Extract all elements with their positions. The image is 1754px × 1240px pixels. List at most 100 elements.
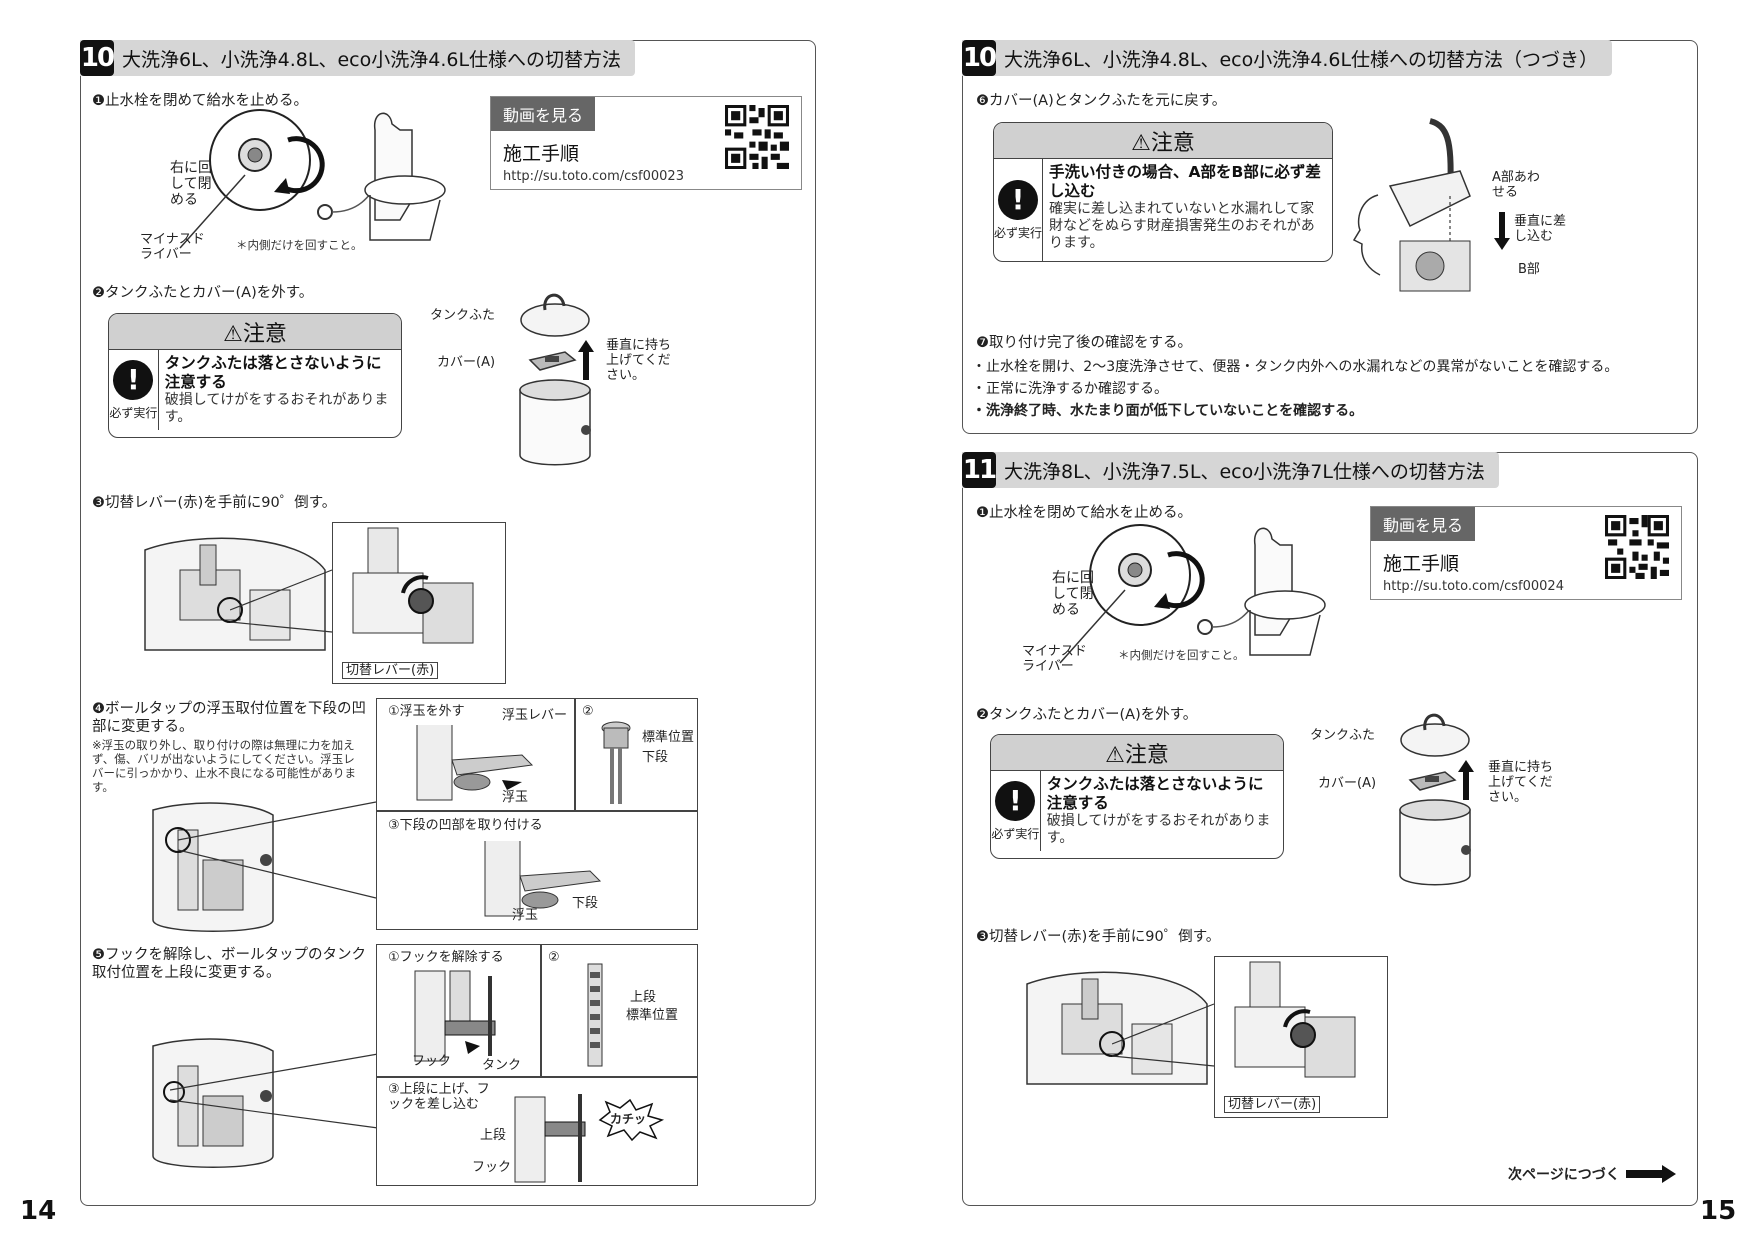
label-cover-a: カバー(A) (437, 355, 496, 370)
label-standard-position: 標準位置 (642, 730, 695, 745)
step-4-divider-h (376, 810, 698, 812)
step-5-divider-h (376, 1076, 698, 1078)
qr-code-icon[interactable] (1605, 515, 1669, 579)
label-switch-lever: 切替レバー(赤) (342, 662, 439, 679)
label-click: カチッ (610, 1112, 647, 1126)
label-float-lever: 浮玉レバー (502, 708, 568, 723)
label-hook-2: フック (472, 1160, 512, 1175)
video-title: 施工手順 (1383, 553, 1460, 575)
section-title: 大洗浄6L、小洗浄4.8L、eco小洗浄4.6L仕様への切替方法（つづき） (1004, 48, 1599, 71)
section-number: 10 (80, 40, 115, 76)
label-switch-lever: 切替レバー(赤) (1224, 1096, 1321, 1113)
video-title: 施工手順 (503, 143, 580, 165)
video-url-link[interactable]: http://su.toto.com/csf00024 (1383, 579, 1564, 594)
section-11-header: 11 大洗浄8L、小洗浄7.5L、eco小洗浄7L仕様への切替方法 (962, 452, 1499, 488)
label-insert-vertical: 垂直に差し込む (1514, 214, 1567, 244)
step-7-text: ❼取り付け完了後の確認をする。 (976, 335, 1192, 351)
zoom-lines-step5 (170, 1053, 379, 1129)
next-page-label: 次ページにつづく (1508, 1167, 1620, 1183)
page-number-right: 15 (1700, 1196, 1737, 1226)
label-tank-lid: タンクふた (430, 308, 496, 323)
caution-bold-text: 手洗い付きの場合、A部をB部に必ず差し込む (1049, 163, 1321, 200)
caution-detail-text: 確実に差し込まれていないと水漏れして家財などをぬらす財産損害発生のおそれがありま… (1049, 201, 1315, 251)
video-box-left: 動画を見る 施工手順 http://su.toto.com/csf00023 (490, 96, 802, 190)
valve-illustration-right (1059, 524, 1326, 664)
hook-release-illustration (414, 970, 496, 1062)
step-5-text: ❺フックを解除し、ボールタップのタンク取付位置を上段に変更する。 (92, 947, 366, 981)
tank-lid-illustration (519, 293, 591, 466)
must-do-label: 必ず実行 (109, 405, 158, 420)
faucet-insert-illustration (1388, 118, 1471, 292)
must-do-label: 必ず実行 (991, 826, 1040, 841)
watch-video-tag[interactable]: 動画を見る (491, 97, 595, 131)
label-turn-right: 右に回して閉める (1052, 570, 1094, 618)
lever-overview-illustration-right (1026, 971, 1208, 1085)
step-4-sub1-label: ①浮玉を外す (388, 704, 465, 719)
section-10-continued-header: 10 大洗浄6L、小洗浄4.8L、eco小洗浄4.6L仕様への切替方法（つづき） (962, 40, 1613, 76)
video-box-right: 動画を見る 施工手順 http://su.toto.com/csf00024 (1370, 506, 1682, 600)
label-upper-stage-2: 上段 (480, 1128, 507, 1143)
zoom-lines-right (1112, 1003, 1215, 1067)
up-arrow-icon (578, 340, 594, 380)
r-step-1-text: ❶止水栓を閉めて給水を止める。 (976, 505, 1192, 521)
caution-box-left: ⚠注意 ! 必ず実行 タンクふたは落とさないように注意する 破損してけがをするお… (108, 313, 402, 438)
caution-heading: ⚠注意 (991, 735, 1283, 771)
lever-detail-frame-right (1214, 956, 1388, 1118)
section-title: 大洗浄8L、小洗浄7.5L、eco小洗浄7L仕様への切替方法 (1004, 460, 1485, 483)
caution-detail-text: 破損してけがをするおそれがあります。 (164, 392, 389, 425)
step-4-text: ❹ボールタップの浮玉取付位置を下段の凹部に変更する。 (92, 701, 366, 735)
label-standard-position-2: 標準位置 (626, 1008, 679, 1023)
video-url-link[interactable]: http://su.toto.com/csf00023 (503, 169, 684, 184)
note-inner-only: ＊内側だけを回すこと。 (236, 238, 363, 252)
caution-heading: ⚠注意 (109, 314, 401, 350)
next-page-indicator[interactable]: 次ページにつづく (1508, 1164, 1676, 1184)
tank-float-illustration (152, 802, 274, 932)
label-lower-stage-2: 下段 (572, 896, 599, 911)
float-remove-illustration (416, 725, 534, 801)
step-5-sub1-label: ①フックを解除する (388, 950, 504, 965)
tank-lid-illustration-right (1399, 713, 1471, 886)
exclamation-icon: ! (995, 780, 1036, 821)
label-lift-vertical: 垂直に持ち上げてください。 (1488, 760, 1554, 805)
label-screwdriver: マイナスドライバー (1022, 644, 1087, 674)
label-screwdriver: マイナスドライバー (140, 232, 205, 262)
zoom-lines (230, 569, 333, 633)
float-position-illustration (601, 721, 631, 804)
lever-detail-illustration (352, 527, 474, 644)
float-attach-illustration (484, 841, 602, 917)
label-lift-vertical: 垂直に持ち上げてください。 (606, 338, 672, 383)
label-a-part: A部あわせる (1492, 170, 1540, 200)
r-step-2-text: ❷タンクふたとカバー(A)を外す。 (976, 707, 1198, 723)
down-arrow-icon (1494, 212, 1510, 250)
section-10-header: 10 大洗浄6L、小洗浄4.8L、eco小洗浄4.6L仕様への切替方法 (80, 40, 636, 76)
section-number: 10 (962, 40, 997, 76)
step-1-text: ❶止水栓を閉めて給水を止める。 (92, 93, 308, 109)
caution-heading: ⚠注意 (994, 123, 1332, 159)
step-5-sub2-label: ② (548, 950, 560, 965)
caution-bold-text: タンクふたは落とさないように注意する (1046, 775, 1264, 812)
caution-detail-text: 破損してけがをするおそれがあります。 (1046, 813, 1271, 846)
exclamation-icon: ! (998, 179, 1038, 220)
qr-code-icon[interactable] (725, 105, 789, 169)
zoom-lines-step4 (178, 801, 377, 899)
lever-detail-illustration (1234, 961, 1356, 1078)
hook-position-illustration (587, 963, 603, 1067)
step-4-sub2-label: ② (582, 704, 594, 719)
lever-detail-frame (332, 522, 506, 684)
must-do-label: 必ず実行 (994, 225, 1043, 240)
step-4-sub3-label: ③下段の凹部を取り付ける (388, 818, 543, 833)
watch-video-tag[interactable]: 動画を見る (1371, 507, 1475, 541)
hook-insert-illustration (514, 1094, 586, 1183)
label-float: 浮玉 (502, 790, 529, 805)
step-2-text: ❷タンクふたとカバー(A)を外す。 (92, 285, 314, 301)
note-inner-only: ＊内側だけを回すこと。 (1118, 648, 1245, 662)
step-5-divider-v (540, 944, 542, 1076)
section-number: 11 (962, 452, 997, 488)
label-turn-right: 右に回して閉める (170, 160, 212, 208)
label-float-2: 浮玉 (512, 908, 539, 923)
label-tank-lid: タンクふた (1310, 728, 1376, 743)
click-burst-icon (598, 1098, 665, 1142)
check-item-1: ・止水栓を開け、2〜3度洗浄させて、便器・タンク内外への水漏れなどの異常がないこ… (972, 359, 1619, 375)
up-arrow-icon (1458, 760, 1474, 800)
caution-bold-text: タンクふたは落とさないように注意する (164, 354, 382, 391)
